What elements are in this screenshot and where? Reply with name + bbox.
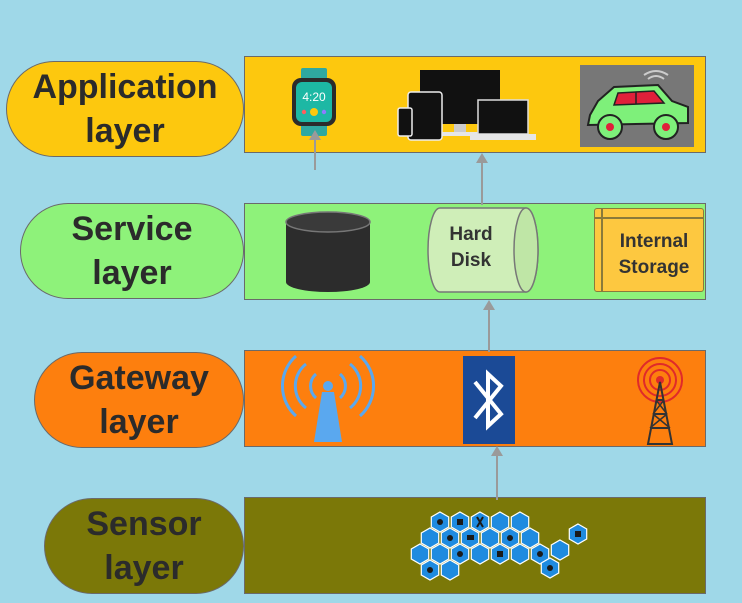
sensor-layer-label: Sensor layer — [44, 498, 244, 594]
sensor-layer-subtitle: layer — [104, 549, 184, 587]
gateway-layer-label: Gateway layer — [34, 352, 244, 448]
internal-storage-box: Internal Storage — [594, 208, 704, 292]
sensor-layer-title: Sensor — [86, 504, 202, 543]
watch-time: 4:20 — [302, 90, 326, 104]
cell-tower-icon — [630, 356, 690, 446]
gateway-layer-title: Gateway — [69, 358, 209, 397]
application-layer-label: Application layer — [6, 61, 244, 157]
internal-storage-label-line1: Internal — [619, 231, 689, 252]
service-layer-subtitle: layer — [92, 254, 172, 292]
gateway-layer-subtitle: layer — [99, 403, 179, 441]
internal-storage-spine — [601, 209, 603, 291]
hard-disk-label-line1: Hard — [449, 224, 493, 245]
internal-storage-label-line2: Storage — [618, 257, 690, 278]
smartwatch-icon: 4:20 — [289, 68, 339, 136]
service-layer-title: Service — [71, 209, 193, 248]
arrow-sensor-to-gateway — [491, 446, 503, 500]
application-layer-title: Application — [32, 67, 218, 106]
arrow-gateway-to-service — [483, 300, 495, 352]
bluetooth-icon — [463, 356, 515, 444]
hard-disk-icon: Hard Disk — [426, 206, 540, 294]
database-icon — [284, 210, 372, 294]
service-layer-label: Service layer — [20, 203, 244, 299]
devices-icon — [397, 68, 538, 144]
arrow-service-to-application — [476, 153, 488, 205]
sensor-network-icon — [402, 510, 598, 586]
application-layer-subtitle: layer — [85, 112, 165, 150]
connected-car-icon — [580, 65, 694, 147]
internal-storage-top-rule — [595, 217, 703, 219]
hard-disk-label-line2: Disk — [450, 250, 492, 271]
arrow-to-smartwatch — [309, 130, 321, 170]
wireless-antenna-icon — [281, 354, 375, 444]
